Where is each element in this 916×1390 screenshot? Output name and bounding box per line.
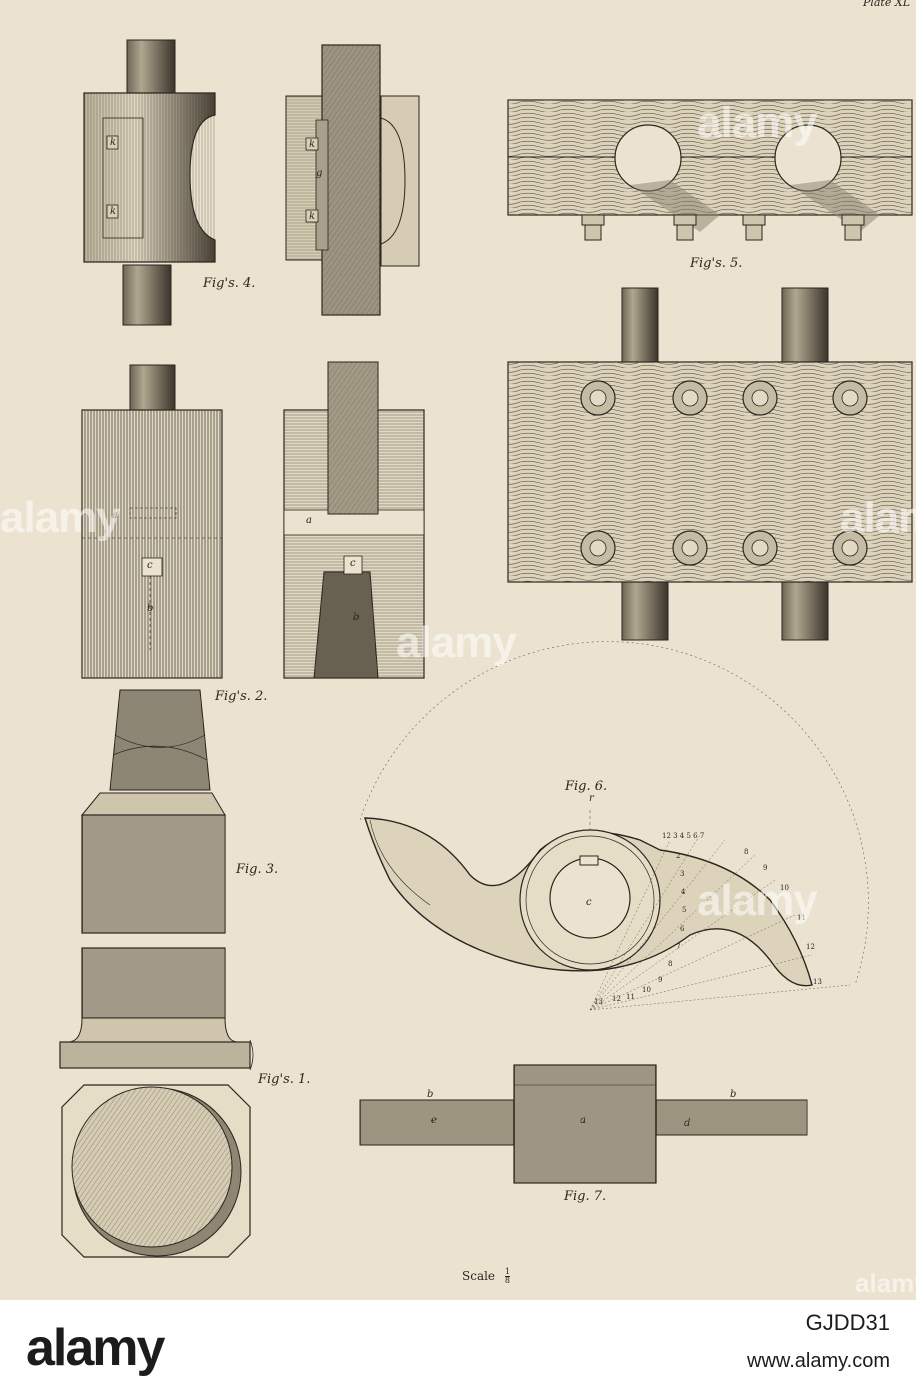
letter-a-fig2-left: a [112,510,118,521]
letter-e: e [431,1115,437,1126]
fig7-view [359,1064,808,1184]
letter-b-fig2-right: b [353,612,360,623]
footer-url: www.alamy.com [747,1350,890,1372]
fig3-caption: Fig. 3. [236,862,279,877]
outer-tick-9: 9 [763,864,768,872]
watermark-1: alamy [697,98,818,147]
cam-tick-13: 13 [594,998,603,1006]
letter-c-fig2-left: c [147,560,153,571]
plate-corner-mark: Plate XL [862,0,910,9]
fig4-right-view [285,44,420,316]
scale-fraction: 1 8 [504,1267,510,1285]
fig1-elevation [59,947,254,1071]
cam-tick-9: 9 [658,976,663,984]
letter-b-fig7-left: b [427,1089,434,1100]
fig4-caption: Fig's. 4. [203,276,256,291]
watermark-2: alamy [0,493,121,542]
fig3-view [80,689,226,934]
scale-numerator: 1 [504,1267,510,1277]
outer-tick-13: 13 [813,978,822,986]
fig4-left-view [83,39,216,326]
fig6-caption: Fig. 6. [565,779,608,794]
engraving-plate: Plate XL Fig's. 4. Fig's. 5. Fig's. 2. F… [0,0,916,1300]
watermark-6: alamy [855,1268,916,1298]
outer-tick-10: 10 [780,884,789,892]
fig5-front-view [507,287,913,641]
fig1-caption: Fig's. 1. [258,1072,311,1087]
fig1-plan [61,1084,251,1258]
cam-tick-12: 12 [612,995,621,1003]
letter-c-fig6: c [586,897,592,908]
fig5-top-view [507,99,913,241]
scale-denominator: 8 [504,1276,510,1285]
cam-tick-10: 10 [642,986,651,994]
cam-tick-7: 7 [676,943,681,951]
cam-tick-4: 4 [681,888,686,896]
footer-brand-logo: alamy [26,1319,165,1377]
scale-label: Scale 1 8 [462,1268,510,1285]
letter-k-3: k [309,139,316,150]
letter-k-1: k [110,137,117,148]
letter-a-fig7: a [580,1115,586,1126]
cam-tick-3: 3 [680,870,685,878]
footer-image-id: GJDD31 [805,1310,890,1335]
fig6-cam [359,641,869,1011]
letter-b-fig7-right: b [730,1089,737,1100]
letter-d: d [684,1118,691,1129]
fig7-caption: Fig. 7. [564,1189,607,1204]
cam-tick-5: 5 [682,906,687,914]
fig2-caption: Fig's. 2. [215,689,268,704]
letter-b-fig2-left: b [147,603,154,614]
plate-drawing [59,39,913,1258]
cam-ticks-top: 12 3 4 5 6 7 [662,832,705,840]
watermark-5: alamy [840,493,916,542]
cam-tick-2: 2 [676,852,681,860]
letter-g: g [316,168,323,179]
letter-k-4: k [309,211,316,222]
cam-tick-6: 6 [680,925,685,933]
watermark-4: alamy [697,876,818,925]
letter-a-fig2-right: a [306,515,312,526]
letter-k-2: k [110,206,117,217]
stock-footer: alamy GJDD31 www.alamy.com [0,1300,916,1390]
fig2-left-view [81,364,223,679]
letter-r: r [589,793,594,804]
outer-tick-11: 11 [797,914,806,922]
outer-tick-8: 8 [744,848,749,856]
letter-c-fig2-right: c [350,558,356,569]
watermark-3: alamy [396,618,517,667]
cam-tick-11: 11 [626,993,635,1001]
fig5-caption: Fig's. 5. [690,256,743,271]
outer-tick-12: 12 [806,943,815,951]
cam-tick-8: 8 [668,960,673,968]
scale-text: Scale [462,1269,496,1283]
fig2-right-view [283,361,425,679]
